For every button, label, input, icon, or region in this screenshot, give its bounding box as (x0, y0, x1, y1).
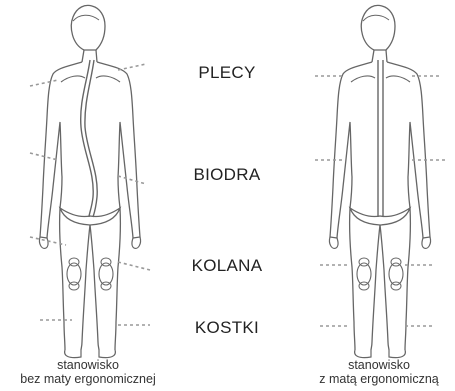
label-knees: KOLANA (177, 256, 277, 276)
spine-straight (378, 60, 383, 217)
guide-back-left-a (30, 80, 58, 86)
figure-without-mat (39, 5, 140, 357)
guide-hips-left-b (118, 176, 146, 184)
caption-with-mat: stanowisko z matą ergonomiczną (294, 358, 455, 386)
guide-back-left-b (118, 64, 146, 70)
caption-left-line1: stanowisko (3, 358, 173, 372)
guide-knees-left-b (118, 262, 150, 270)
caption-without-mat: stanowisko bez maty ergonomicznej (3, 358, 173, 386)
caption-right-line2: z matą ergonomiczną (294, 372, 455, 386)
caption-right-line1: stanowisko (294, 358, 455, 372)
label-back: PLECY (177, 63, 277, 83)
figure-with-mat (329, 5, 430, 357)
caption-left-line2: bez maty ergonomicznej (3, 372, 173, 386)
guides-right (315, 76, 445, 326)
label-ankles: KOSTKI (177, 318, 277, 338)
label-hips: BIODRA (177, 165, 277, 185)
